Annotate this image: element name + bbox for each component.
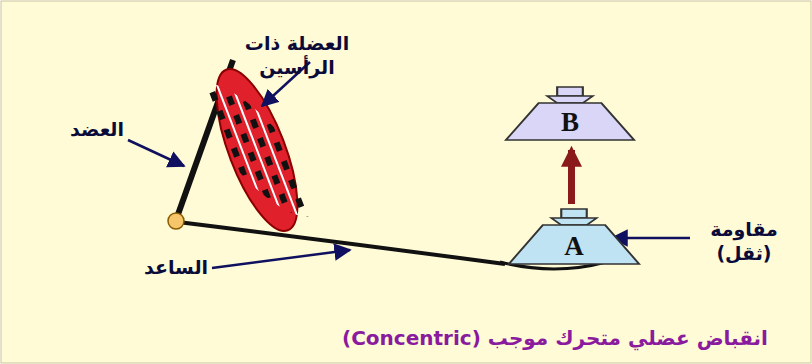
figure-caption: انقباض عضلي متحرك موجب (Concentric) [330,326,780,350]
part-label: الساعد [140,256,212,280]
leader-line [212,250,350,268]
weight-letter: A [506,233,642,260]
weight-letter: B [503,109,637,136]
forearm-bone [178,222,505,264]
weight-block: A [506,208,642,266]
leader-line [128,140,184,166]
part-label: مقاومة (ثقل) [694,218,794,266]
elbow-joint [168,213,184,229]
leader-line [612,237,690,240]
motion-arrow [568,150,575,204]
part-label: العضد [62,118,132,142]
biceps-muscle [200,58,314,241]
weight-block: B [503,86,637,142]
part-label: العضلة ذات الرأسين [222,32,372,80]
